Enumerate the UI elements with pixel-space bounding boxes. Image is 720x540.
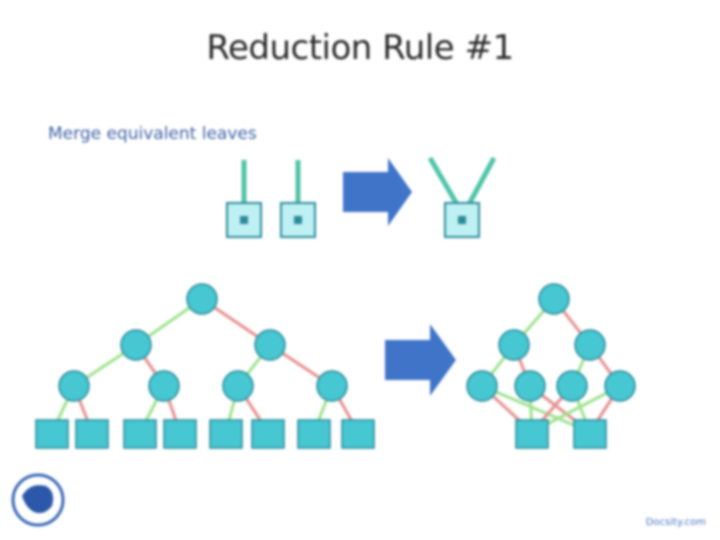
tree-node: [120, 329, 152, 361]
tree-leaf: [341, 419, 375, 449]
institution-seal-icon: [11, 473, 65, 527]
full-decision-tree: [35, 283, 375, 449]
tree-leaf: [209, 419, 243, 449]
graph-node: [556, 370, 588, 402]
tree-leaf: [163, 419, 197, 449]
graph-node: [466, 370, 498, 402]
right-arrow-icon: [343, 158, 412, 226]
graph-edge: [481, 384, 591, 434]
graph-node: [574, 329, 606, 361]
right-arrow-icon: [385, 324, 456, 396]
merge-illustration-after: [427, 156, 497, 238]
leaf-before-1-mark: [240, 216, 248, 224]
graph-leaf: [515, 419, 549, 449]
tree-node: [186, 283, 218, 315]
leaf-after-mark: [458, 216, 466, 224]
graph-node: [498, 329, 530, 361]
graph-node: [538, 283, 570, 315]
slide-subtitle: Merge equivalent leaves: [48, 124, 257, 144]
reduced-decision-graph: [466, 283, 636, 449]
leaf-before-2-mark: [294, 216, 302, 224]
tree-node: [222, 370, 254, 402]
tree-leaf: [75, 419, 109, 449]
tree-leaf: [35, 419, 69, 449]
merge-illustration-before: [226, 160, 316, 238]
watermark: Docsity.com: [645, 517, 706, 528]
tree-leaf: [297, 419, 331, 449]
graph-node: [514, 370, 546, 402]
tree-node: [148, 370, 180, 402]
tree-leaf: [251, 419, 285, 449]
graph-node: [604, 370, 636, 402]
stem-after-right: [465, 156, 497, 208]
tree-node: [58, 370, 90, 402]
slide-title: Reduction Rule #1: [206, 28, 514, 68]
tree-leaf: [123, 419, 157, 449]
stem-after-left: [427, 156, 461, 208]
graph-leaf: [573, 419, 607, 449]
tree-node: [316, 370, 348, 402]
tree-node: [254, 329, 286, 361]
